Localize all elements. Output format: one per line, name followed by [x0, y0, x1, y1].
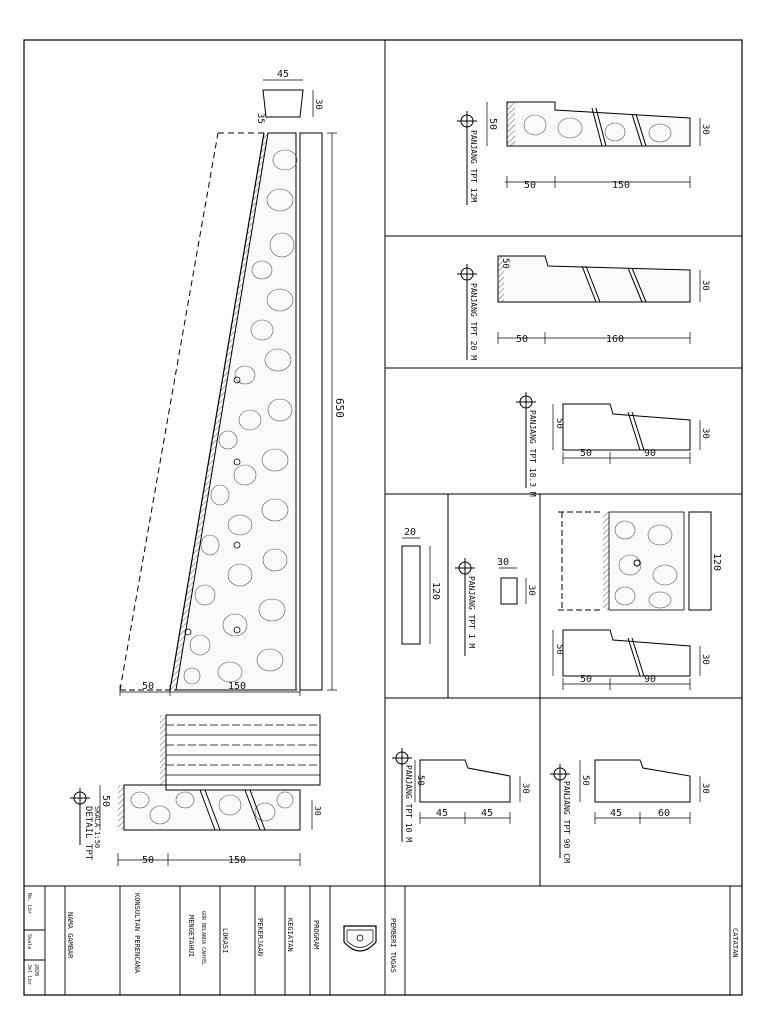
dim-base-right: 150 [228, 681, 246, 692]
right-panels-grid [385, 235, 742, 886]
panel-tpt-90cm [550, 759, 701, 858]
post-width: 20 [404, 527, 416, 538]
panel-tpt-10m [392, 748, 521, 842]
plan-dim: 90 [644, 674, 656, 685]
panel-dim: 90 [644, 448, 656, 459]
post-detail [401, 537, 431, 645]
post-height: 120 [430, 582, 441, 600]
plan-dim: 50 [554, 644, 564, 655]
tb-nama-gambar: NAMA GAMBAR [66, 912, 74, 959]
panel-dim: 30 [700, 280, 710, 291]
tb-lokasi-label: LOKASI [221, 928, 229, 953]
tb-jumlah: Jml Lbr [26, 964, 32, 985]
plan-dim: 30 [700, 654, 710, 665]
panel-dim: 30 [700, 783, 710, 794]
panel-dim: 50 [580, 775, 590, 786]
dim-top-height: 30 [313, 99, 323, 110]
panel-dim: 50 [516, 334, 528, 345]
panel-dim: 45 [610, 808, 622, 819]
detail-right-height: 30 [313, 806, 322, 816]
emblem-logo [343, 925, 377, 952]
tb-lokasi-value-2: MENGETAHUI [187, 915, 195, 957]
panel-label: PANJANG TPT 10 M [404, 765, 413, 842]
panel-dim: 50 [554, 418, 564, 429]
tb-lokasi-value-1: GOR BELANDA CAHYEL [200, 911, 206, 965]
detail-height: 50 [100, 795, 111, 807]
panel-dim: 60 [658, 808, 670, 819]
panel-dim: 160 [606, 334, 624, 345]
panel-label: PANJANG TPT 1 M [467, 576, 476, 648]
panel-dim: 45 [481, 808, 493, 819]
panel-tpt-12m [457, 101, 701, 205]
panel-label: PANJANG TPT 18.3 M [528, 410, 537, 497]
panel-dim: 50 [487, 118, 498, 130]
tb-tahun: 2020 [33, 964, 39, 976]
panel-dim: 50 [580, 448, 592, 459]
tb-pemberi-tugas: PEMBERI TUGAS [389, 918, 397, 973]
dim-top-width: 45 [277, 69, 289, 80]
plan-120-detail [552, 511, 712, 690]
plan-dim: 120 [711, 553, 722, 571]
panel-label: PANJANG TPT 20 M [469, 283, 478, 360]
panel-tpt-20m [457, 255, 701, 360]
tb-no: No. Lbr [26, 893, 32, 914]
tb-konsultan: KONSULTAN PERENCANA [133, 893, 141, 974]
dim-length: 650 [333, 398, 346, 418]
panel-dim: 50 [415, 775, 425, 786]
tb-kegiatan: KEGIATAN [286, 918, 294, 952]
panel-dim: 45 [436, 808, 448, 819]
panel-label: PANJANG TPT 90 CM [562, 781, 571, 863]
tb-catatan: CATATAN [731, 928, 739, 958]
plan-dim: 50 [580, 674, 592, 685]
detail-title: DETAIL TPT [83, 806, 93, 861]
detail-right: 150 [228, 855, 246, 866]
tb-skala: Skala [26, 934, 32, 949]
panel-dim: 30 [520, 783, 530, 794]
panel-dim: 50 [500, 258, 510, 269]
panel-dim: 150 [612, 180, 630, 191]
dim-base-left: 50 [142, 681, 154, 692]
panel-dim: 30 [526, 585, 536, 596]
panel-tpt-1m [455, 558, 527, 656]
tb-program: PROGRAM [312, 920, 320, 950]
panel-dim: 30 [497, 557, 509, 568]
panel-dim: 50 [524, 180, 536, 191]
panel-dim: 30 [700, 428, 710, 439]
panel-dim: 30 [700, 124, 710, 135]
sheet-frame [23, 39, 743, 996]
tb-pekerjaan: PEKERJAAN [256, 918, 264, 956]
panel-tpt-18-3m [516, 392, 701, 488]
detail-left: 50 [142, 855, 154, 866]
detail-section [70, 714, 321, 866]
detail-scale: SKALA 1:50 [93, 806, 101, 848]
main-wall-section [119, 79, 337, 696]
title-block-grid [24, 886, 731, 995]
panel-label: PANJANG TPT 12M [469, 130, 478, 202]
dim-top-inner: 35 [255, 113, 265, 124]
